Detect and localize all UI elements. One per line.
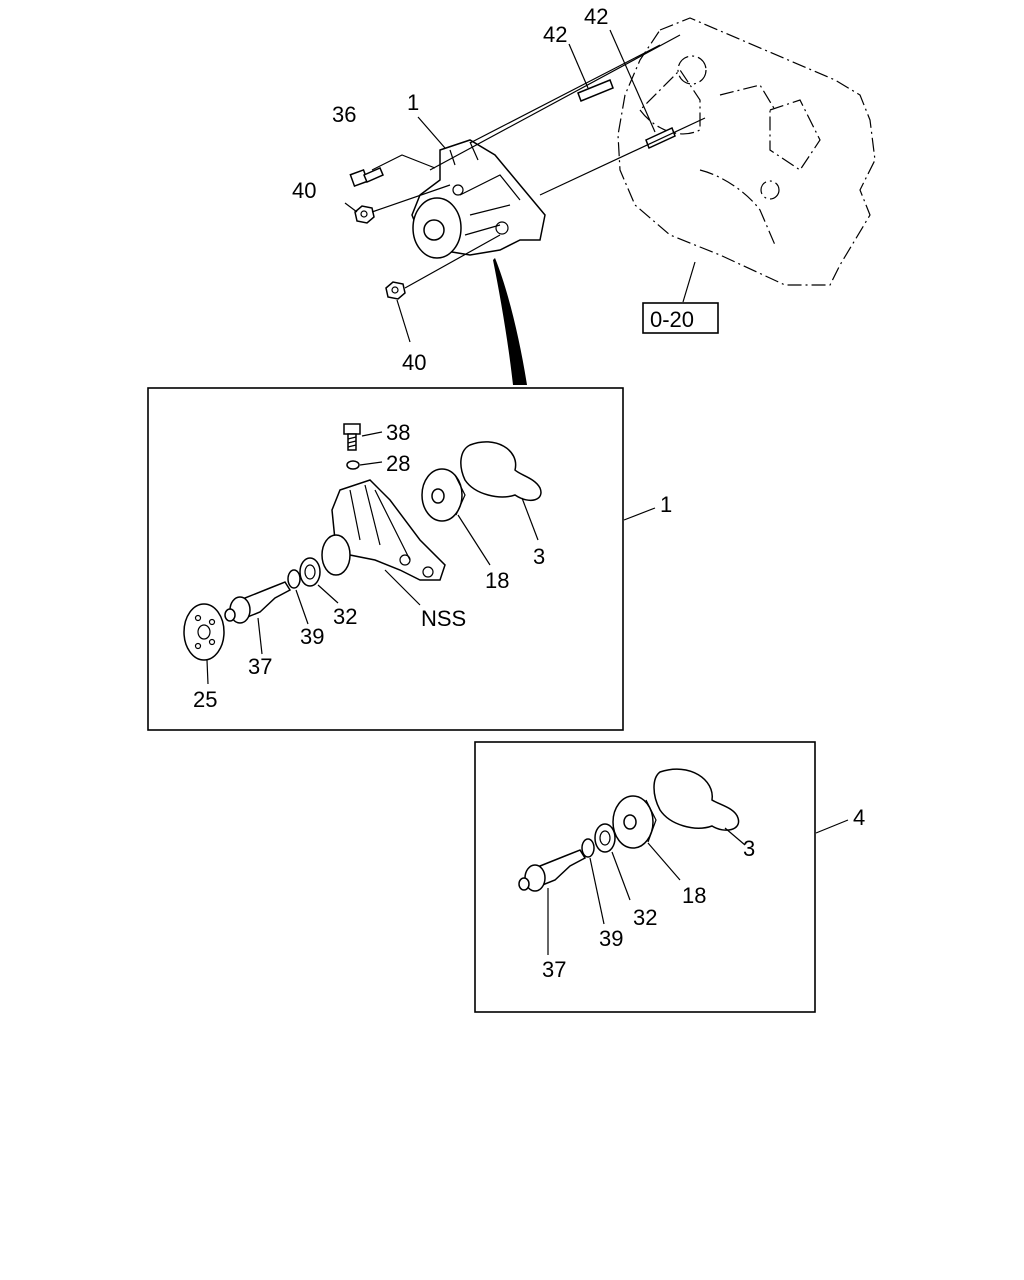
nut-40-upper [354,205,375,224]
label-18-box1: 18 [485,568,509,593]
label-3-box1: 3 [533,544,545,569]
label-37-box1: 37 [248,654,272,679]
callout-4: 4 [853,805,865,830]
seal-32 [299,557,321,587]
gasket-3 [460,441,542,502]
label-25: 25 [193,687,217,712]
bolt-36 [349,167,384,187]
label-37-box4: 37 [542,957,566,982]
label-3-box4: 3 [743,836,755,861]
bolt-38 [343,423,361,451]
pulley-flange-25 [183,603,225,661]
label-32-box1: 32 [333,604,357,629]
bearing-shaft-37-box4 [518,849,587,892]
label-39-box4: 39 [599,926,623,951]
reference-box [642,302,719,334]
detail-box-4 [474,741,816,1013]
label-42-b: 42 [584,4,608,29]
impeller-18-box4 [612,795,657,849]
impeller-18 [421,468,466,522]
bearing-shaft-37 [224,581,292,624]
water-pump-assembly [411,139,546,259]
label-40-a: 40 [292,178,316,203]
pump-body-nss [331,479,446,581]
label-1-top: 1 [407,90,419,115]
pump-bore [321,534,351,576]
callout-1: 1 [660,492,672,517]
engine-front-cover [617,17,876,286]
nut-40-lower [385,281,406,300]
washer-28 [346,460,360,470]
label-36: 36 [332,102,356,127]
stud-42-b [645,126,676,150]
label-18-box4: 18 [682,883,706,908]
label-40-b: 40 [402,350,426,375]
reference-label: 0-20 [650,307,694,332]
label-39-box1: 39 [300,624,324,649]
ring-39 [287,569,301,589]
seal-32-box4 [594,823,616,853]
detail-box-1 [147,387,624,731]
label-28: 28 [386,451,410,476]
label-32-box4: 32 [633,905,657,930]
label-42-a: 42 [543,22,567,47]
ring-39-box4 [581,838,595,858]
stud-42-a [577,79,614,102]
gasket-3-box4 [653,768,740,831]
label-nss: NSS [421,606,466,631]
label-38: 38 [386,420,410,445]
